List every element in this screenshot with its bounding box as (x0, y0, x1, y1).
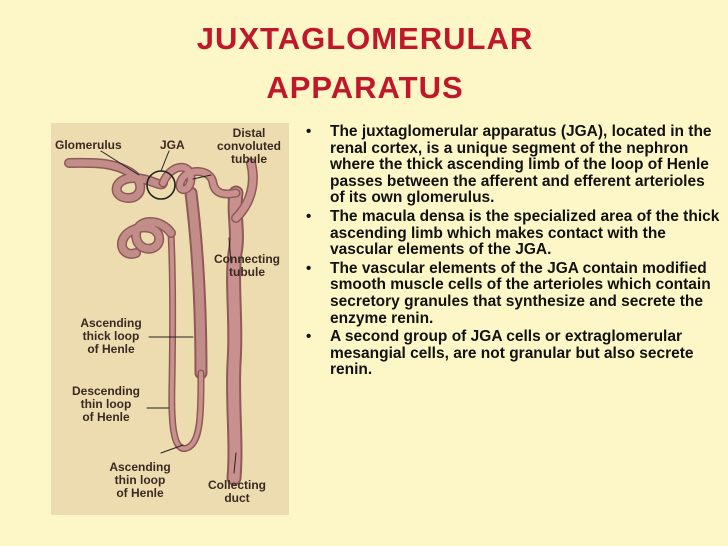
bullet-symbol: • (306, 123, 312, 140)
label-desc-thin-line-1: Descending (71, 384, 140, 398)
bullet-text: A second group of JGA cells or extraglom… (330, 328, 694, 379)
bullet-symbol: • (306, 207, 312, 225)
label-asc-thin-line-3: of Henle (116, 486, 164, 500)
title-line-2: APPARATUS (266, 70, 464, 105)
label-desc-thin-line-3: of Henle (82, 410, 130, 424)
label-ascending-thin-loop: Ascending thin loop of Henle (101, 461, 179, 500)
bullet-item: • The juxtaglomerular apparatus (JGA), lo… (303, 123, 723, 207)
bullet-item: • A second group of JGA cells or extraglo… (303, 328, 723, 379)
label-collecting-line-2: duct (224, 491, 250, 505)
label-collecting-duct: Collecting duct (199, 479, 275, 505)
bullet-text: The juxtaglomerular apparatus (JGA), loc… (330, 123, 712, 207)
label-asc-thick-line-2: thick loop (82, 329, 140, 343)
label-distal-line-2: convoluted (216, 139, 281, 153)
label-ascending-thick-loop: Ascending thick loop of Henle (73, 317, 149, 356)
bullet-text: The macula densa is the specialized area… (330, 207, 720, 259)
bullet-list: • The juxtaglomerular apparatus (JGA), lo… (303, 123, 723, 381)
nephron-drawing (64, 150, 258, 486)
label-asc-thin-line-1: Ascending (109, 460, 171, 474)
bullet-item: • The macula densa is the specialized are… (303, 207, 723, 259)
label-distal-convoluted-tubule: Distal convoluted tubule (211, 127, 287, 166)
label-connecting-tubule: Connecting tubule (207, 253, 287, 279)
label-glomerulus: Glomerulus (55, 138, 122, 152)
label-jga: JGA (160, 138, 185, 152)
label-asc-thick-line-3: of Henle (87, 342, 135, 356)
nephron-illustration: Glomerulus JGA Distal convoluted tubule … (51, 123, 289, 515)
slide-title: JUXTAGLOMERULAR APPARATUS (150, 14, 580, 112)
label-distal-line-3: tubule (231, 152, 267, 166)
label-desc-thin-line-2: thin loop (80, 397, 132, 411)
label-distal-line-1: Distal (232, 126, 266, 140)
label-connecting-line-1: Connecting (214, 252, 280, 266)
bullet-item: • The vascular elements of the JGA contai… (303, 259, 723, 327)
label-asc-thick-line-1: Ascending (80, 316, 142, 330)
bullet-symbol: • (306, 328, 312, 346)
label-collecting-line-1: Collecting (207, 478, 266, 492)
label-asc-thin-line-2: thin loop (114, 473, 166, 487)
label-descending-thin-loop: Descending thin loop of Henle (65, 385, 147, 424)
bullet-symbol: • (306, 259, 312, 277)
bullet-text: The vascular elements of the JGA contain… (330, 259, 711, 327)
title-line-1: JUXTAGLOMERULAR (196, 21, 534, 56)
label-connecting-line-2: tubule (229, 265, 265, 279)
